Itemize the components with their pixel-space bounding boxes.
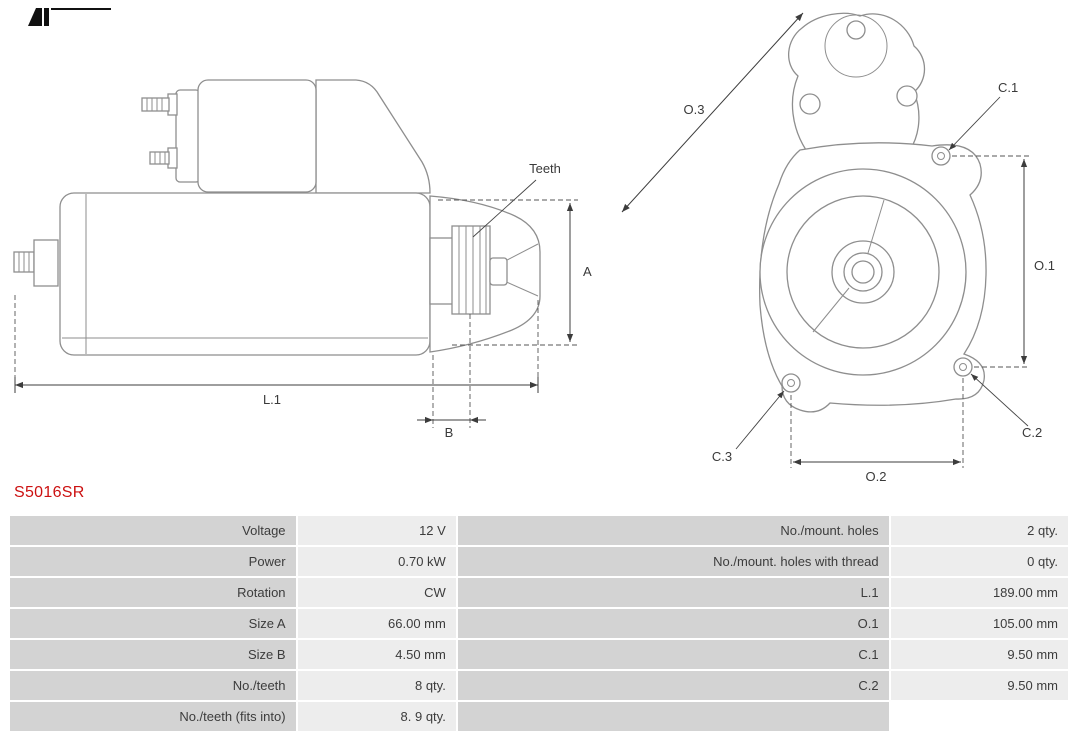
spec-value: 189.00 mm [890,578,1068,607]
spec-value: 0 qty. [890,547,1068,576]
callout-c3: C.3 [712,390,785,464]
teeth-label: Teeth [529,161,561,176]
spec-value: 12 V [297,516,456,545]
dimension-l1-label: L.1 [263,392,281,407]
callout-c2: C.2 [970,373,1042,440]
spec-value: 105.00 mm [890,609,1068,638]
spec-value: 4.50 mm [297,640,456,669]
callout-c2-label: C.2 [1022,425,1042,440]
spec-label: O.1 [457,609,889,638]
brand-logo-mark [28,8,111,26]
dimension-o2-label: O.2 [866,469,887,484]
motor-body [59,192,431,356]
spec-label: C.2 [457,671,889,700]
spec-label [457,702,889,731]
spec-value: CW [297,578,456,607]
spec-value: 2 qty. [890,516,1068,545]
spec-label: No./teeth [10,671,296,700]
technical-drawing: Teeth A L.1 B [13,12,1055,484]
starter-front-view: O.3 O.1 O.2 C.1 C.2 [621,12,1055,484]
table-row: No./teeth 8 qty. C.2 9.50 mm [10,671,1068,700]
brand-logo [28,8,111,26]
spec-value: 8 qty. [297,671,456,700]
spec-label: L.1 [457,578,889,607]
spec-label: Power [10,547,296,576]
mounting-hole-c1 [931,146,951,166]
dimension-a-label: A [583,264,592,279]
spec-label: Rotation [10,578,296,607]
spec-label: C.1 [457,640,889,669]
dimension-l1: L.1 [14,295,539,407]
table-row: Rotation CW L.1 189.00 mm [10,578,1068,607]
spec-value: 9.50 mm [890,671,1068,700]
callout-c3-label: C.3 [712,449,732,464]
spec-value: 8. 9 qty. [297,702,456,731]
spec-label: Size A [10,609,296,638]
dimension-o1: O.1 [952,155,1055,368]
part-number: S5016SR [14,484,85,501]
spec-label: Size B [10,640,296,669]
table-row: No./teeth (fits into) 8. 9 qty. [10,702,1068,731]
drive-end-bracket [429,195,541,353]
dimension-b: B [417,314,486,440]
shaft-tip [489,257,508,286]
spec-table: Voltage 12 V No./mount. holes 2 qty. Pow… [8,514,1070,733]
dimension-o2: O.2 [790,378,964,484]
starter-side-view: Teeth A L.1 B [13,79,592,440]
spec-value [891,702,1068,731]
spec-value: 0.70 kW [297,547,456,576]
callout-c1-label: C.1 [998,80,1018,95]
pinion-gear [451,225,491,315]
spec-value: 66.00 mm [297,609,456,638]
dimension-o3-label: O.3 [684,102,705,117]
drive-housing [315,79,431,194]
mounting-hole-c3 [781,373,801,393]
table-row: Voltage 12 V No./mount. holes 2 qty. [10,516,1068,545]
spec-label: No./mount. holes with thread [457,547,889,576]
front-face-circles [759,168,967,376]
table-row: Size B 4.50 mm C.1 9.50 mm [10,640,1068,669]
dimension-a: A [438,199,592,346]
spec-label: No./teeth (fits into) [10,702,296,731]
spec-label: No./mount. holes [457,516,889,545]
callout-c1: C.1 [948,80,1018,151]
table-row: Power 0.70 kW No./mount. holes with thre… [10,547,1068,576]
dimension-o3: O.3 [621,12,804,213]
table-row: Size A 66.00 mm O.1 105.00 mm [10,609,1068,638]
spec-value: 9.50 mm [890,640,1068,669]
spec-label: Voltage [10,516,296,545]
solenoid [141,79,317,193]
rear-bolt [13,239,59,287]
dimension-o1-label: O.1 [1034,258,1055,273]
top-mount [788,12,926,151]
teeth-leader-line [472,179,537,238]
mounting-hole-c2 [953,357,973,377]
dimension-b-label: B [445,425,454,440]
